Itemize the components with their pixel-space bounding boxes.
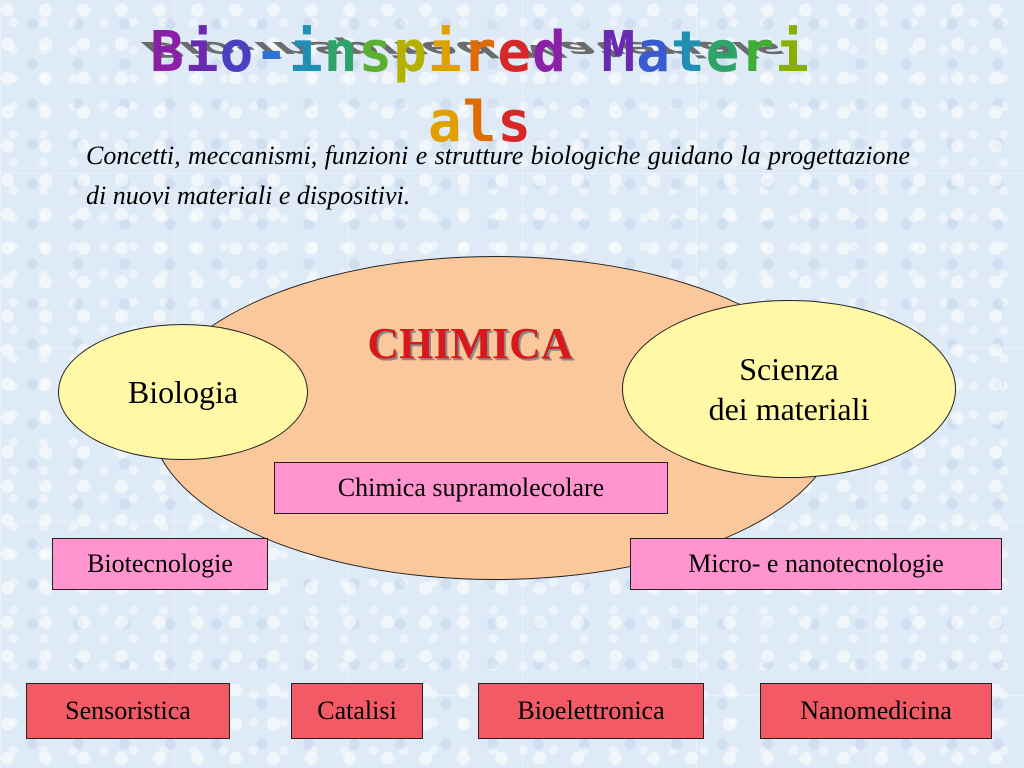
title-letter: i (427, 20, 463, 85)
title-text: Bio-inspired Materials (140, 18, 820, 158)
title-letter: i (775, 20, 810, 85)
title-letter: M (601, 20, 637, 85)
biologia-ellipse: Biologia (58, 324, 308, 460)
title-letter: d (532, 20, 567, 85)
title-letter: n (323, 20, 359, 85)
scienza-materiali-ellipse: Scienza dei materiali (622, 300, 956, 478)
title-letter: s (358, 20, 394, 85)
title-letter: i (289, 20, 324, 85)
title-letter: a (427, 90, 463, 155)
title-letter: p (393, 20, 428, 85)
biotecnologie-box: Biotecnologie (52, 538, 268, 590)
title-letter: e (705, 20, 741, 85)
sensoristica-box: Sensoristica (26, 683, 230, 739)
intro-paragraph: Concetti, meccanismi, funzioni e struttu… (86, 141, 910, 210)
scienza-label-line1: Scienza (739, 351, 839, 387)
title-letter: i (184, 20, 220, 85)
micro-nanotecnologie-box: Micro- e nanotecnologie (630, 538, 1002, 590)
title-letter: l (462, 90, 498, 155)
slide-title: Bio-inspired Materials Bio-inspired Mate… (130, 18, 820, 155)
title-letter: o (219, 20, 255, 85)
title-letter: r (462, 20, 498, 85)
biologia-label: Biologia (127, 374, 239, 410)
title-letter: - (254, 20, 290, 85)
catalisi-box: Catalisi (291, 683, 423, 739)
chimica-label: CHIMICA (367, 319, 573, 368)
title-letter: a (636, 20, 671, 85)
title-letter (567, 18, 602, 88)
nanomedicina-box: Nanomedicina (760, 683, 992, 739)
title-letter: t (670, 20, 706, 85)
title-letter: r (740, 20, 776, 85)
title-letter: s (497, 90, 533, 155)
title-letter: B (150, 20, 185, 85)
chimica-supramolecolare-box: Chimica supramolecolare (274, 462, 668, 514)
scienza-label-line2: dei materiali (708, 391, 870, 427)
title-letter: e (497, 20, 533, 85)
bioelettronica-box: Bioelettronica (478, 683, 704, 739)
